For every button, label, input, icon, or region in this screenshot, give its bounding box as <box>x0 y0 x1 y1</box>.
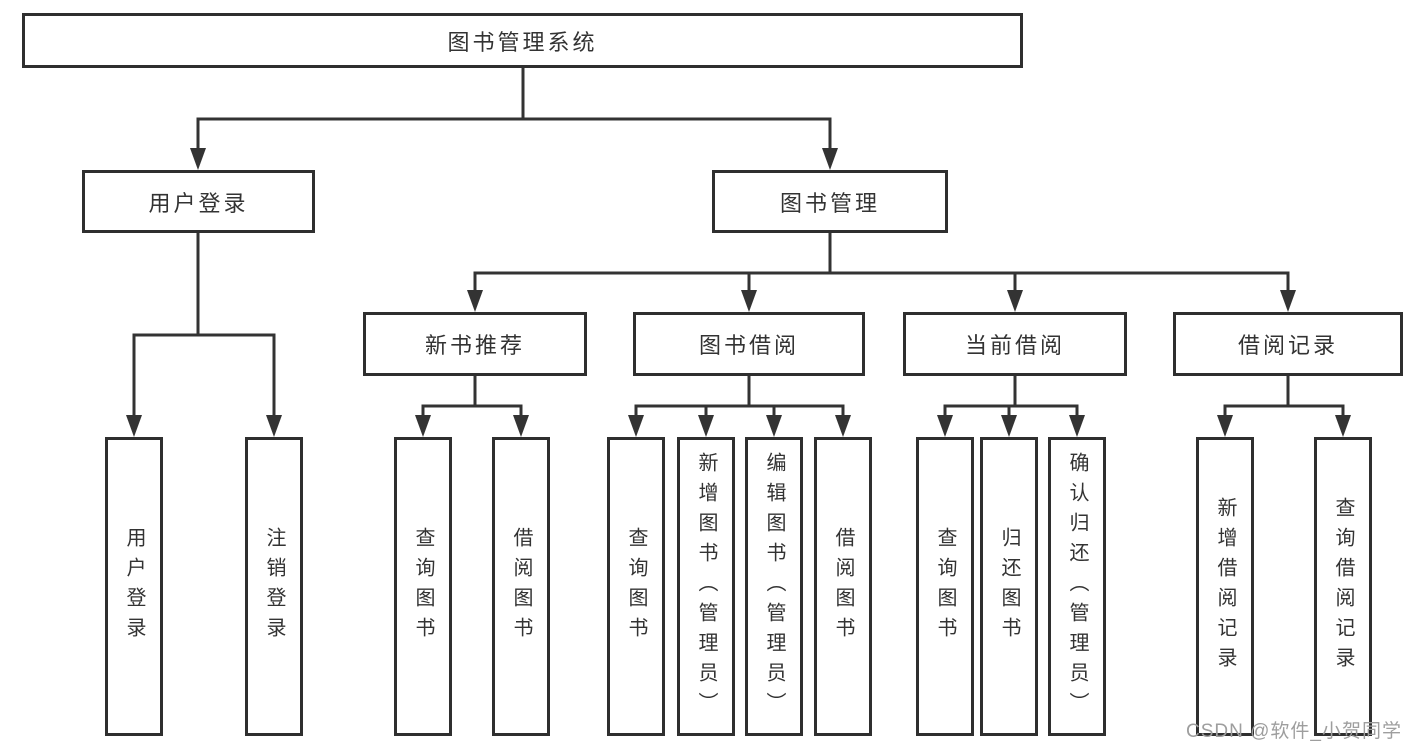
leaf-logout: 注销登录 <box>245 437 303 736</box>
leaf-query-books-current: 查询图书 <box>916 437 974 736</box>
leaf-return-books: 归还图书 <box>980 437 1038 736</box>
leaf-borrow-books-borrowing: 借阅图书 <box>814 437 872 736</box>
leaf-borrow-books-recommend: 借阅图书 <box>492 437 550 736</box>
node-user-login: 用户登录 <box>82 170 315 233</box>
node-borrowing-records: 借阅记录 <box>1173 312 1403 376</box>
node-book-management: 图书管理 <box>712 170 948 233</box>
leaf-query-books-borrowing: 查询图书 <box>607 437 665 736</box>
leaf-confirm-return-admin: 确认归还（管理员） <box>1048 437 1106 736</box>
leaf-query-books-recommend: 查询图书 <box>394 437 452 736</box>
leaf-add-book-admin: 新增图书（管理员） <box>677 437 735 736</box>
node-library-management-system: 图书管理系统 <box>22 13 1023 68</box>
leaf-add-borrow-record: 新增借阅记录 <box>1196 437 1254 736</box>
node-book-borrowing: 图书借阅 <box>633 312 865 376</box>
leaf-query-borrow-record: 查询借阅记录 <box>1314 437 1372 736</box>
node-new-book-recommend: 新书推荐 <box>363 312 587 376</box>
csdn-watermark: CSDN @软件_小贺同学 <box>1186 721 1402 742</box>
leaf-user-login: 用户登录 <box>105 437 163 736</box>
node-current-borrowing: 当前借阅 <box>903 312 1127 376</box>
leaf-edit-book-admin: 编辑图书（管理员） <box>745 437 803 736</box>
